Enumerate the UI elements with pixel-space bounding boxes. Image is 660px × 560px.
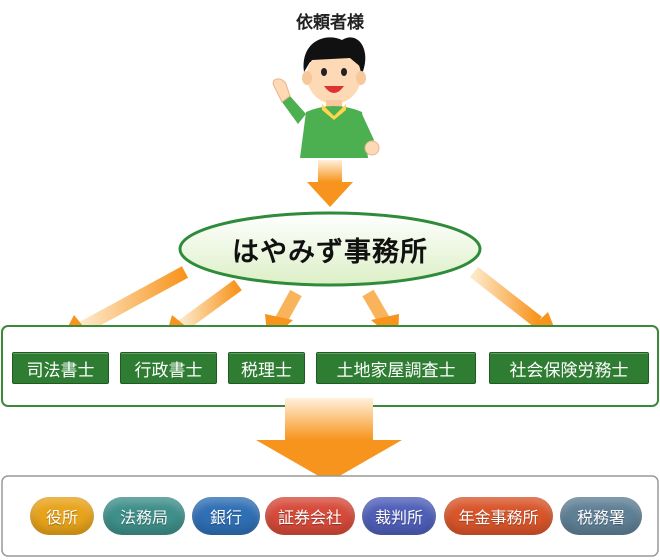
institution-yakusho: 役所 <box>30 497 94 535</box>
big-down-arrow <box>256 398 402 482</box>
client-person-icon <box>272 37 380 158</box>
institution-zeimusho: 税務署 <box>560 497 642 535</box>
institution-saibansho: 裁判所 <box>362 497 436 535</box>
profession-shihou-shoshi: 司法書士 <box>12 352 109 384</box>
institution-nenkin-jimusho: 年金事務所 <box>444 497 553 535</box>
profession-tochikaoku-chousashi: 土地家屋調査士 <box>316 352 476 384</box>
profession-sharoushi: 社会保険労務士 <box>489 352 649 384</box>
office-name: はやみず事務所 <box>232 236 428 268</box>
profession-gyousei-shoshi: 行政書士 <box>120 352 217 384</box>
office-ellipse <box>178 211 482 287</box>
institution-shouken-gaisha: 証券会社 <box>265 497 355 535</box>
client-label: 依頼者様 <box>296 13 364 33</box>
institution-houmukyoku: 法務局 <box>103 497 185 535</box>
institution-ginkou: 銀行 <box>192 497 260 535</box>
profession-zeirishi: 税理士 <box>228 352 305 384</box>
down-arrow-client <box>307 160 353 207</box>
